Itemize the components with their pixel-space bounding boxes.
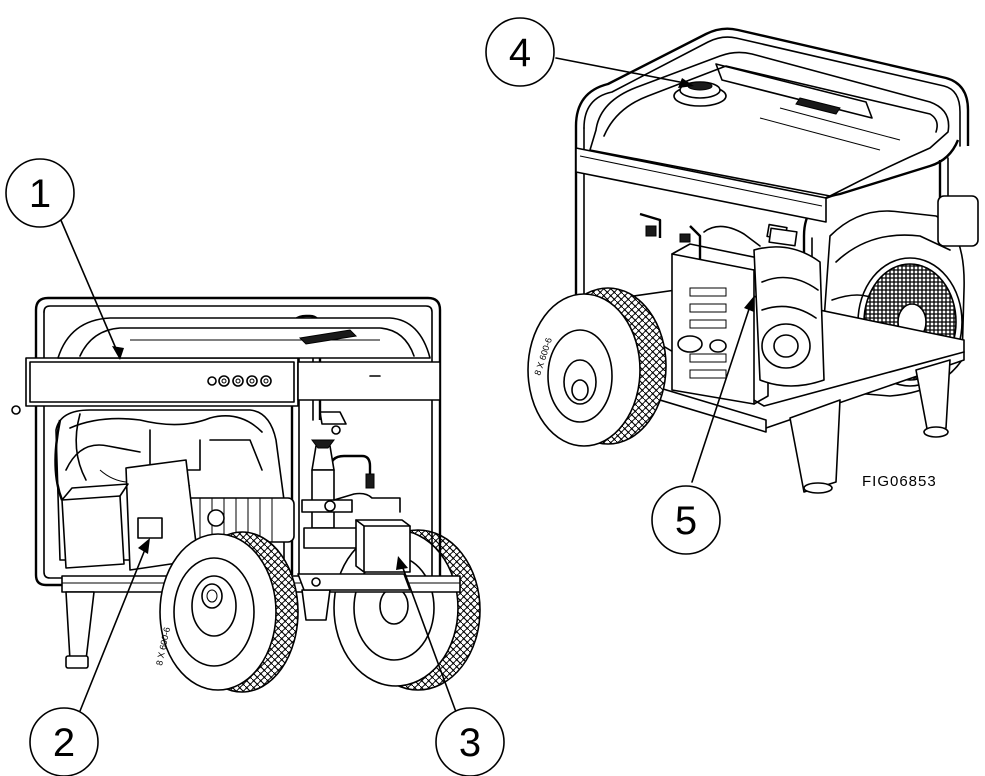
wheel-right-view: 8 X 600-6 (527, 287, 667, 447)
control-panel (25, 357, 441, 407)
unloader-box (355, 519, 411, 573)
svg-text:4: 4 (509, 31, 531, 75)
generator-left-view: 8 X 600-6 (11, 296, 481, 693)
callout-3: 3 (435, 707, 505, 776)
engine-assembly-left-view (54, 409, 295, 571)
generator-right-view: 8 X 600-6 (527, 27, 979, 494)
chassis-side-panel (575, 147, 827, 241)
figure-code: FIG06853 (862, 473, 937, 490)
callout-5: 5 (651, 485, 721, 555)
fuel-tank-left-view (57, 317, 431, 359)
pump-assembly-right-view (639, 212, 769, 405)
axle-bolt (311, 577, 321, 587)
svg-text:3: 3 (459, 721, 481, 765)
alternator-right-view (753, 227, 825, 387)
svg-text:2: 2 (53, 721, 75, 765)
callout-2: 2 (29, 707, 99, 776)
pump-assembly-left-view (301, 411, 401, 549)
svg-text:1: 1 (29, 172, 51, 216)
frame-bolt (11, 405, 21, 415)
axle-rail (297, 573, 411, 591)
callout-4: 4 (485, 17, 555, 87)
svg-text:5: 5 (675, 499, 697, 543)
callout-leaders (59, 57, 754, 717)
front-wheel-left-view: 8 X 600-6 (154, 531, 299, 693)
callout-1: 1 (5, 158, 75, 228)
